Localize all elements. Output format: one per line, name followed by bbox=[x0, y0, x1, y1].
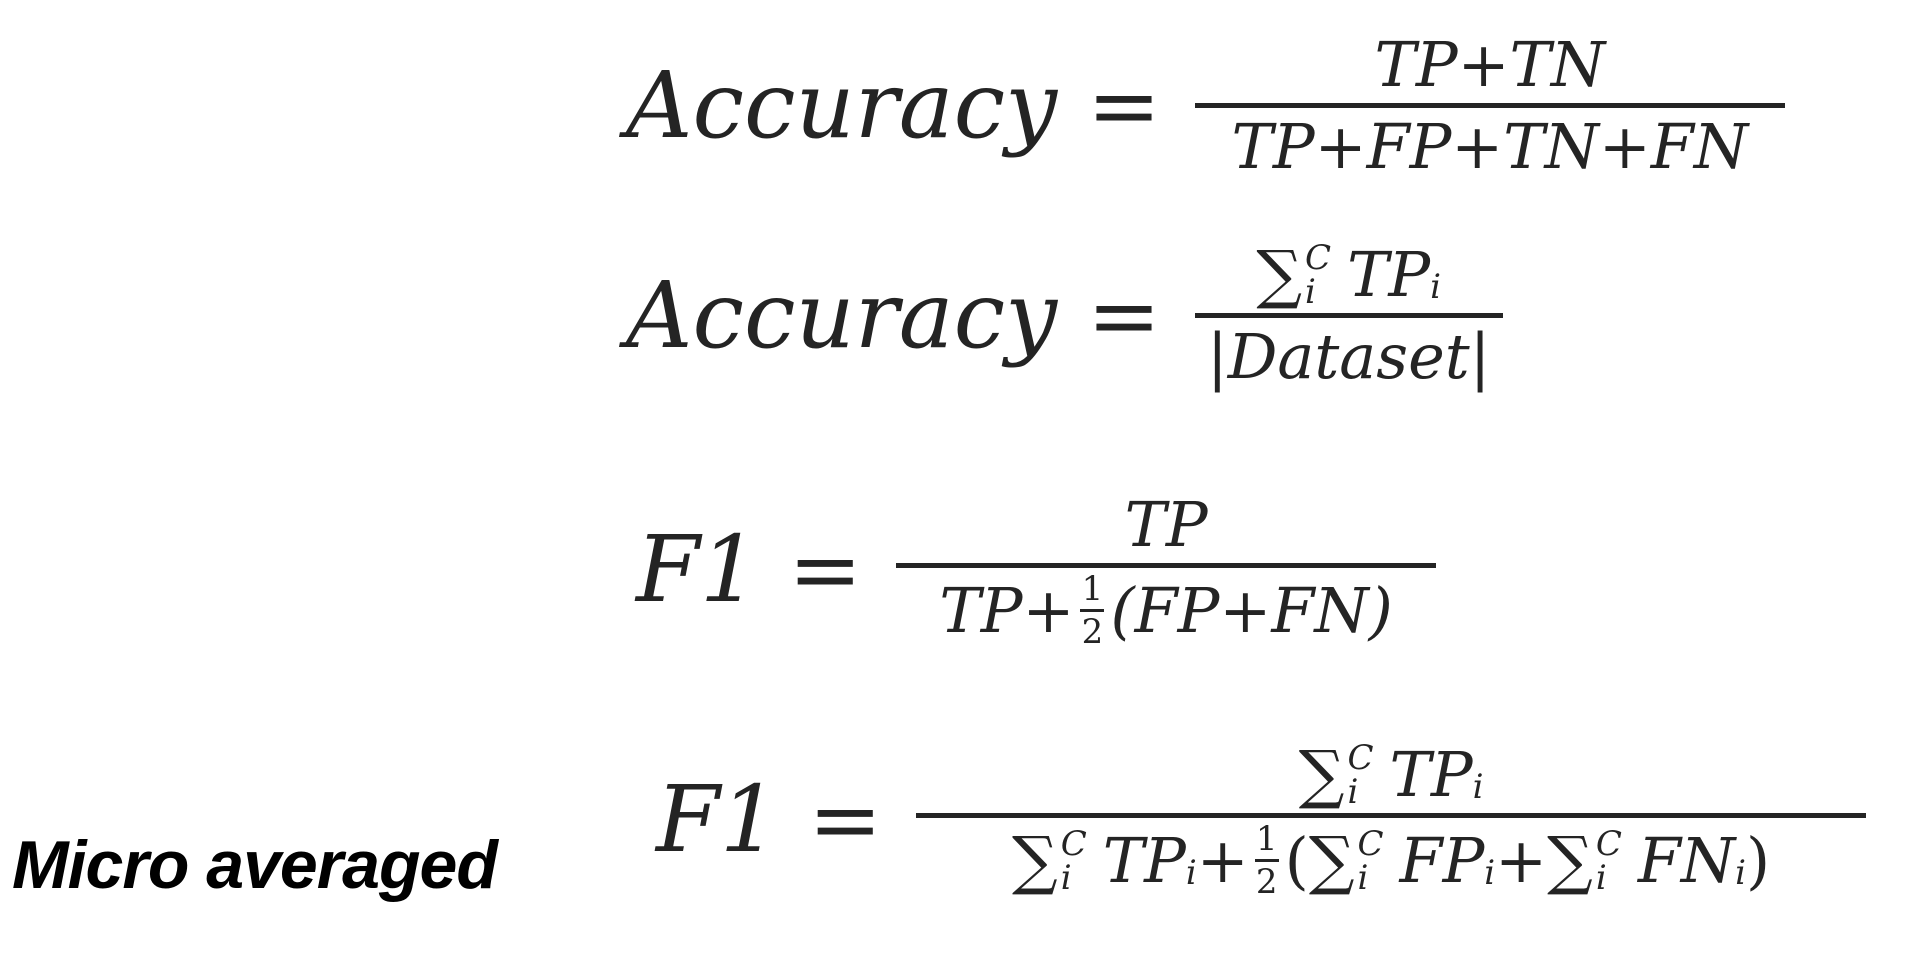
tp-subscript: i bbox=[1472, 766, 1484, 807]
sum-limits: C i bbox=[1596, 827, 1622, 895]
accuracy-fraction: TP+TN TP+FP+TN+FN bbox=[1194, 28, 1785, 184]
f1-fraction: TP TP+ 1 2 (FP+FN) bbox=[896, 488, 1437, 649]
half-bar bbox=[1080, 609, 1105, 613]
one-half: 1 2 bbox=[1254, 819, 1279, 903]
half-numerator: 1 bbox=[1255, 819, 1278, 860]
f1-lhs: F1 bbox=[636, 515, 759, 623]
fraction-bar bbox=[1194, 103, 1785, 109]
sum-symbol: ∑ bbox=[1256, 237, 1303, 312]
accuracy-lhs: Accuracy bbox=[626, 261, 1058, 369]
right-paren: ) bbox=[1745, 824, 1771, 898]
half-denominator: 2 bbox=[1081, 612, 1104, 653]
plus-sign: + bbox=[1495, 824, 1548, 898]
sum-limits: C i bbox=[1061, 827, 1087, 895]
accuracy-numerator: TP+TN bbox=[1374, 28, 1606, 101]
f1-numerator: TP bbox=[1124, 488, 1208, 561]
sum-lower-limit: i bbox=[1305, 271, 1316, 312]
micro-averaged-label: Micro averaged bbox=[12, 827, 498, 903]
equals-sign: = bbox=[808, 767, 883, 871]
fraction-bar bbox=[896, 563, 1437, 569]
tp-plus: TP+ bbox=[939, 574, 1075, 648]
left-paren: ( bbox=[1284, 824, 1309, 898]
sum-lower-limit: i bbox=[1595, 857, 1607, 898]
sum-limits: C i bbox=[1358, 827, 1384, 895]
half-denominator: 2 bbox=[1255, 862, 1278, 903]
fn-term: FN bbox=[1637, 824, 1736, 898]
fn-subscript: i bbox=[1735, 852, 1746, 893]
dataset-size: |Dataset| bbox=[1206, 320, 1491, 394]
accuracy-lhs: Accuracy bbox=[626, 51, 1058, 159]
fp-subscript: i bbox=[1484, 852, 1496, 893]
fraction-bar bbox=[916, 813, 1867, 819]
half-bar bbox=[1254, 859, 1279, 863]
sum-symbol: ∑ bbox=[1298, 737, 1345, 812]
sum-lower-limit: i bbox=[1357, 857, 1369, 898]
sum-symbol: ∑ bbox=[1547, 823, 1593, 898]
tp-term: TP bbox=[1102, 824, 1186, 898]
sum-limits: C i bbox=[1347, 741, 1373, 809]
sum-upper-limit: C bbox=[1305, 237, 1332, 278]
sum-limits: C i bbox=[1305, 241, 1331, 309]
sum-upper-limit: C bbox=[1060, 823, 1087, 864]
tp-subscript: i bbox=[1430, 266, 1442, 307]
fraction-bar bbox=[1194, 313, 1503, 319]
fp-term: FP bbox=[1399, 824, 1485, 898]
sum-lower-limit: i bbox=[1060, 857, 1072, 898]
tp-subscript: i bbox=[1185, 852, 1197, 893]
equals-sign: = bbox=[1087, 53, 1161, 157]
f1-equation: F1 = TP TP+ 1 2 (FP+FN) bbox=[636, 488, 1437, 649]
f1-micro-lhs: F1 bbox=[656, 765, 779, 873]
sum-upper-limit: C bbox=[1595, 823, 1622, 864]
accuracy-equation-basic: Accuracy = TP+TN TP+FP+TN+FN bbox=[626, 30, 1785, 182]
tp-term: TP bbox=[1389, 738, 1473, 811]
sum-upper-limit: C bbox=[1347, 737, 1374, 778]
equals-sign: = bbox=[1087, 263, 1161, 367]
sum-upper-limit: C bbox=[1357, 823, 1384, 864]
tp-term: TP bbox=[1347, 238, 1431, 311]
fp-plus-fn: (FP+FN) bbox=[1110, 574, 1393, 648]
accuracy-denominator: TP+FP+TN+FN bbox=[1231, 110, 1749, 184]
sum-symbol: ∑ bbox=[1308, 823, 1355, 898]
one-half: 1 2 bbox=[1080, 569, 1105, 653]
half-numerator: 1 bbox=[1081, 569, 1104, 610]
sum-symbol: ∑ bbox=[1012, 823, 1058, 898]
plus-sign: + bbox=[1196, 824, 1249, 898]
equals-sign: = bbox=[788, 517, 863, 621]
f1-denominator: TP+ 1 2 (FP+FN) bbox=[927, 572, 1404, 649]
sum-lower-limit: i bbox=[1347, 771, 1359, 812]
